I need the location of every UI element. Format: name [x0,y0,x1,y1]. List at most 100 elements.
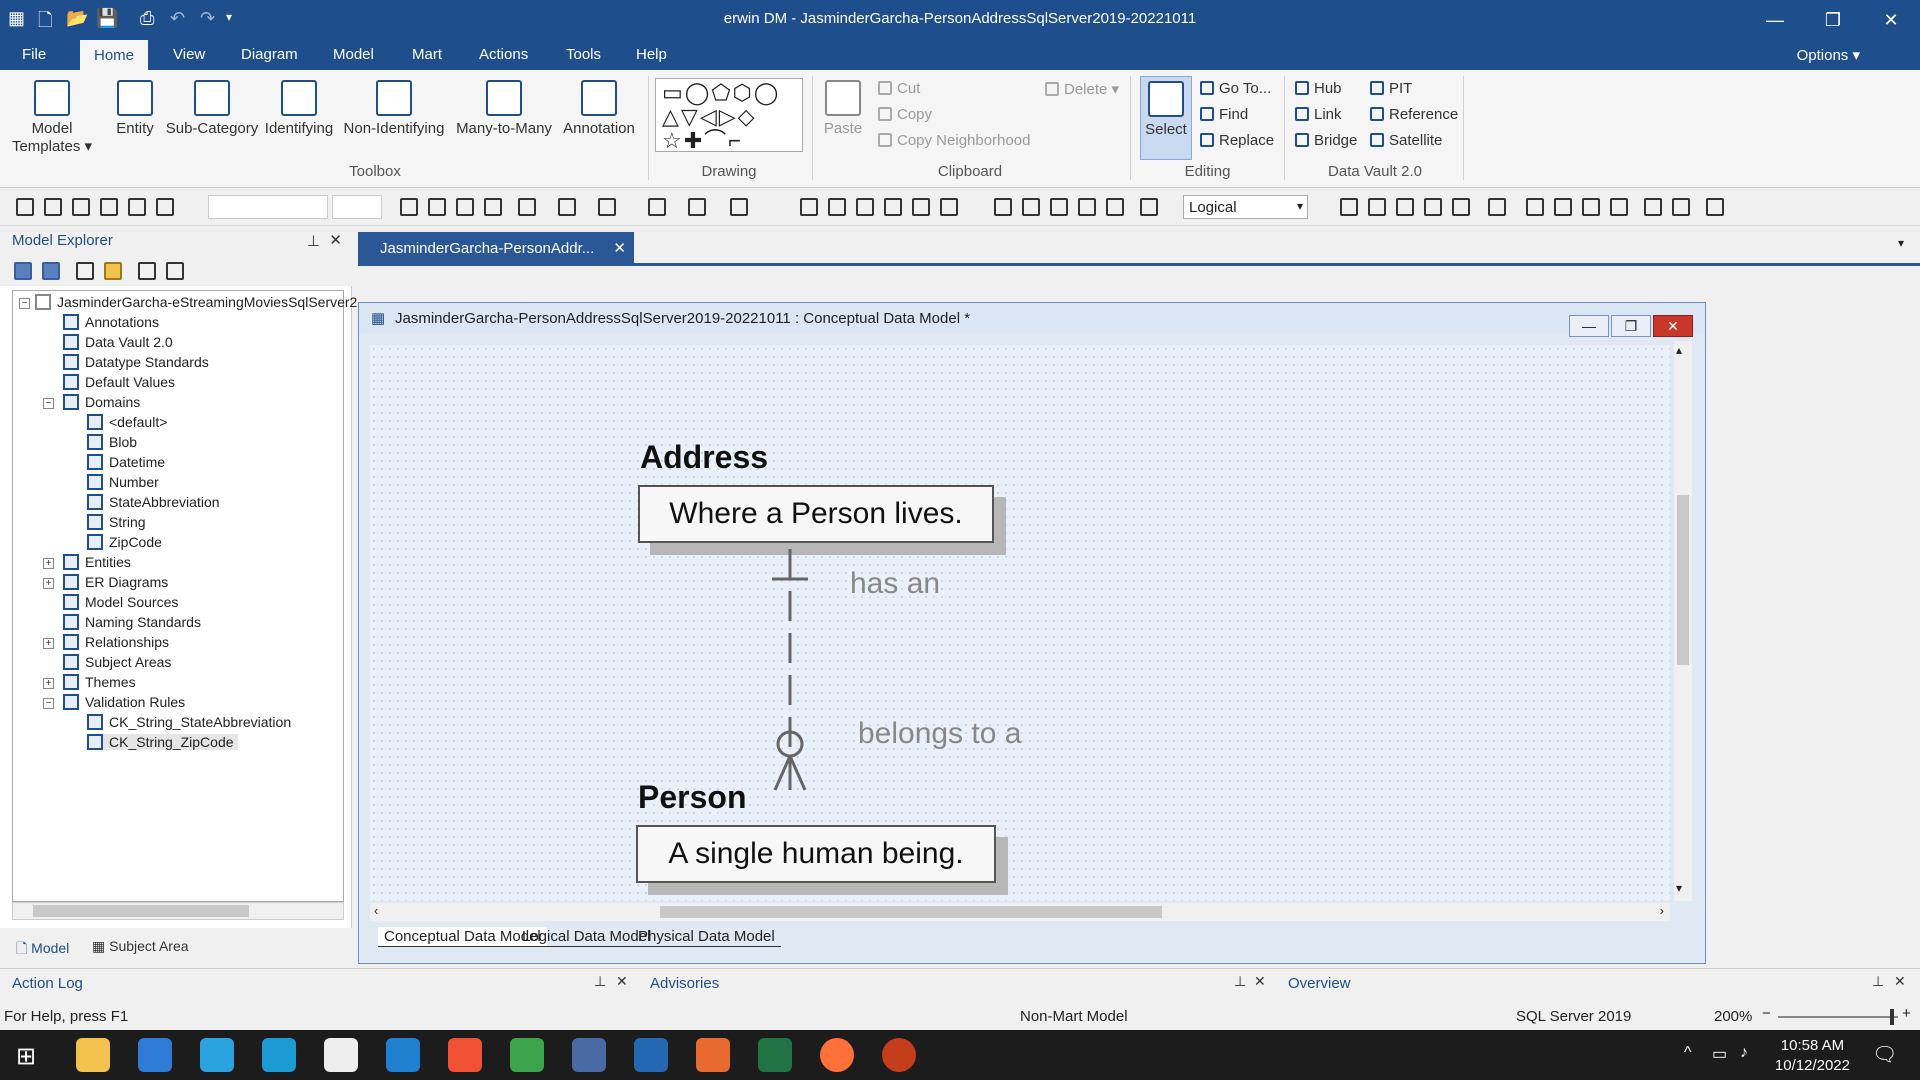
expand-icon[interactable]: + [43,558,54,569]
relationship-inverse[interactable]: belongs to a [858,717,1022,750]
pin-icon[interactable]: ⊥ [306,233,320,250]
entity-button[interactable]: Entity [110,80,160,137]
zoom-selection-icon[interactable] [912,198,930,216]
tree-item-domain[interactable]: StateAbbreviation [87,494,220,510]
mdi-restore-button[interactable]: ❐ [1611,315,1651,337]
close-panel-icon[interactable]: ✕ [616,973,628,989]
close-panel-icon[interactable]: ✕ [1894,973,1906,989]
windows-start-icon[interactable]: ⊞ [16,1043,37,1070]
person-icon[interactable] [1644,198,1662,216]
menu-diagram[interactable]: Diagram [241,46,298,63]
zoom-in-icon[interactable] [800,198,818,216]
tree-item-domain[interactable]: Datetime [87,454,165,470]
excel-icon[interactable] [758,1038,792,1072]
dv2-icon[interactable] [1526,198,1544,216]
key-icon[interactable] [1078,198,1096,216]
copy-neighborhood-button[interactable]: Copy Neighborhood [878,132,1030,149]
transform5-icon[interactable] [1452,198,1470,216]
edit-icon[interactable] [1106,198,1124,216]
options-menu[interactable]: Options ▾ [1796,47,1860,64]
menu-help[interactable]: Help [636,46,667,63]
zoom-slider-thumb[interactable] [1890,1009,1894,1025]
pin-icon[interactable]: ⊥ [1234,973,1247,989]
minimize-button[interactable]: — [1766,10,1784,30]
powershell-icon[interactable] [634,1038,668,1072]
dv-icon[interactable] [1488,198,1506,216]
powerpoint-icon[interactable] [882,1038,916,1072]
panel-overview[interactable]: Overview [1288,975,1351,992]
properties-icon[interactable] [76,262,94,280]
display-level-icon[interactable] [994,198,1012,216]
tree-item-domain[interactable]: Blob [87,434,137,450]
tree-item-entities[interactable]: Entities [63,554,131,570]
diamond-icon[interactable] [1706,198,1724,216]
border-icon[interactable] [518,198,536,216]
save-icon[interactable]: 💾 [96,8,119,28]
link-chain-icon[interactable] [1672,198,1690,216]
copy-button[interactable]: Copy [878,106,932,123]
zoom-out-icon[interactable]: − [1762,1005,1771,1022]
zoom-window-icon[interactable] [940,198,958,216]
canvas-vertical-scrollbar[interactable]: ▴ ▾ [1674,341,1692,901]
entity-title-address[interactable]: Address [640,439,769,475]
relationship2-icon[interactable] [100,198,118,216]
close-tab-icon[interactable]: ✕ [613,240,626,257]
firefox-icon[interactable] [820,1038,854,1072]
print-icon[interactable]: ⎙ [140,8,155,28]
entity-box-address[interactable]: Where a Person lives. [638,485,994,543]
delete-icon[interactable] [104,262,122,280]
tree-item-domain[interactable]: <default> [87,414,167,430]
tree-item-default-values[interactable]: Default Values [63,374,175,390]
open-icon[interactable]: 📂 [66,8,89,28]
line-weight-icon[interactable] [688,198,706,216]
tree-item-themes[interactable]: Themes [63,674,136,690]
cut-button[interactable]: Cut [878,80,920,97]
align-justify-icon[interactable] [484,198,502,216]
entity-box-person[interactable]: A single human being. [636,825,996,883]
zoom-in-icon[interactable]: + [1902,1005,1911,1022]
tree-item-relationships[interactable]: Relationships [63,634,169,650]
file-explorer-icon[interactable] [76,1038,110,1072]
tree-item-er-diagrams[interactable]: ER Diagrams [63,574,168,590]
transform3-icon[interactable] [1396,198,1414,216]
pin-icon[interactable]: ⊥ [594,973,607,989]
goto-button[interactable]: Go To... [1200,80,1271,97]
diagram-canvas[interactable]: Address Where a Person lives. has an bel… [370,345,1670,901]
tab-model[interactable]: 🗋 Model [16,940,70,956]
dv5-icon[interactable] [1610,198,1628,216]
binoculars-icon[interactable] [138,262,156,280]
redo-icon[interactable]: ↷ [200,8,216,28]
expand-icon[interactable]: + [43,578,54,589]
close-button[interactable]: ✕ [1883,10,1899,30]
cursor-icon[interactable] [1022,198,1040,216]
annotation-button[interactable]: Annotation [558,80,640,137]
tree-horizontal-scrollbar[interactable] [12,902,344,920]
tree-item-model-sources[interactable]: Model Sources [63,594,178,610]
relationship-line[interactable] [750,545,830,805]
menu-view[interactable]: View [173,46,206,63]
scroll-thumb[interactable] [33,905,249,917]
tree-item-data-vault[interactable]: Data Vault 2.0 [63,334,173,350]
menu-file[interactable]: File [22,46,47,63]
docker-icon[interactable] [200,1038,234,1072]
align-center-icon[interactable] [428,198,446,216]
replace-button[interactable]: Replace [1200,132,1274,149]
align-right-icon[interactable] [456,198,474,216]
scroll-thumb[interactable] [1677,495,1689,665]
menu-model[interactable]: Model [333,46,374,63]
tree-item-validation-rule-selected[interactable]: CK_String_ZipCode [87,734,238,750]
new-icon[interactable]: 🗋 [38,10,53,30]
drawing-shapes-gallery[interactable]: ▭◯⬠⬡◯△▽◁▷◇☆✚⌒⌐ [655,78,803,153]
git-icon[interactable] [448,1038,482,1072]
document-tab[interactable]: JasminderGarcha-PersonAddr...✕ [358,232,634,264]
many-to-many-button[interactable]: Many-to-Many [452,80,556,137]
scroll-right-icon[interactable]: › [1659,903,1664,918]
sub-category-button[interactable]: Sub-Category [164,80,260,137]
scroll-thumb[interactable] [660,906,1162,918]
table-view-icon[interactable] [16,198,34,216]
dv4-icon[interactable] [1582,198,1600,216]
pin-icon[interactable]: ⊥ [1872,973,1885,989]
hierarchy-icon[interactable] [44,198,62,216]
view-mode-select[interactable]: Logical [1183,195,1308,219]
expand-icon[interactable]: + [43,638,54,649]
